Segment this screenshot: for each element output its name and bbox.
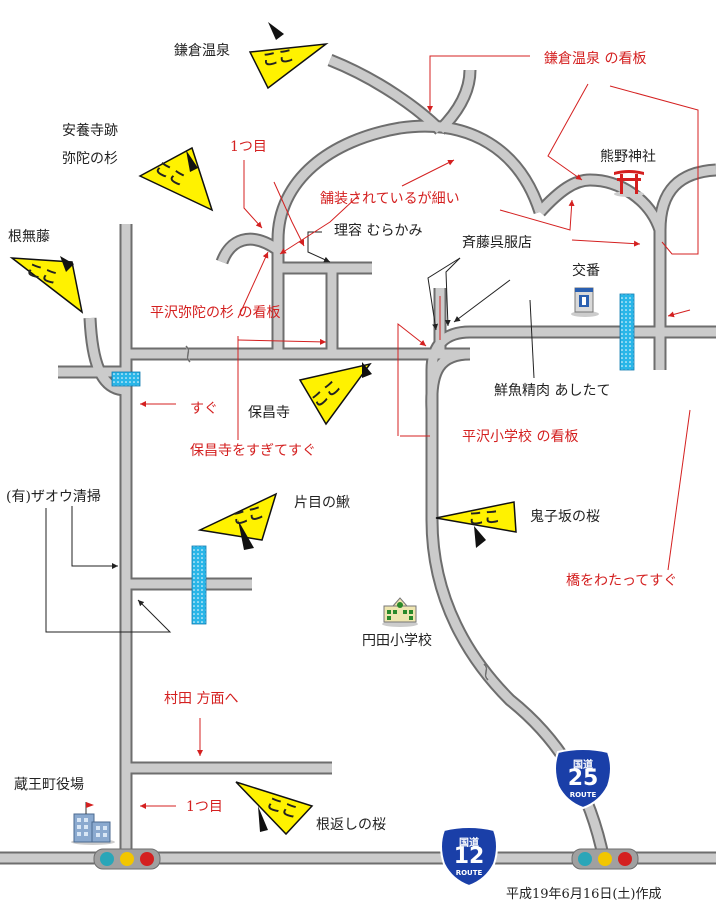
route-25-sub: ROUTE: [569, 791, 597, 799]
sign-onikosaka: [435, 501, 517, 533]
school-icon: [382, 597, 418, 627]
label-sengyo: 鮮魚精肉 あしたて: [494, 383, 611, 399]
label-koban: 交番: [572, 263, 600, 279]
route-12-number: 12: [453, 844, 485, 869]
sign-katame: [197, 492, 278, 541]
town-office-icon: [71, 802, 115, 845]
annotation-hirasawa-mida: 平沢弥陀の杉 の看板: [150, 305, 281, 321]
label-mida-sugi: 弥陀の杉: [62, 151, 118, 167]
label-enda-school: 円田小学校: [362, 633, 432, 649]
police-box-icon: [571, 287, 599, 317]
route-12-badge: 国道 12 ROUTE: [438, 826, 500, 888]
traffic-light-icon: [571, 848, 639, 870]
label-saito-gofuku: 斉藤呉服店: [462, 235, 532, 251]
annotation-kamakura-sign: 鎌倉温泉 の看板: [544, 51, 647, 67]
label-kumano-jinja: 熊野神社: [600, 149, 656, 165]
traffic-light-icon: [93, 848, 161, 870]
label-onikosaka: 鬼子坂の桜: [530, 509, 600, 525]
sign-kamakura: [248, 42, 329, 90]
label-riyou-murakami: 理容 むらかみ: [334, 223, 423, 239]
sign-nenashi: [9, 257, 84, 314]
label-katame: 片目の鰍: [294, 495, 350, 511]
bridges: [111, 293, 635, 625]
torii-icon: [614, 170, 644, 197]
sign-negaeshi: [235, 781, 314, 836]
sign-text: ここ: [467, 506, 501, 529]
route-25-label: 国道: [573, 760, 593, 771]
label-negaeshi: 根返しの桜: [316, 817, 386, 833]
route-25-number: 25: [567, 766, 599, 791]
label-hoshoji: 保昌寺: [248, 405, 290, 421]
annotation-murata: 村田 方面へ: [164, 691, 239, 707]
route-25-badge: 国道 25 ROUTE: [552, 748, 614, 810]
created-date: 平成19年6月16日(土)作成: [506, 887, 662, 902]
annotation-hitotsume-top: 1つ目: [230, 139, 267, 155]
label-zao-yakuba: 蔵王町役場: [14, 777, 84, 793]
annotation-hashi: 橋をわたってすぐ: [566, 573, 678, 589]
annotation-sugu: すぐ: [190, 401, 218, 417]
bridge-mid: [191, 545, 207, 625]
label-kamakura-onsen: 鎌倉温泉: [174, 43, 230, 59]
bridge-west: [111, 371, 141, 387]
route-12-label: 国道: [459, 838, 479, 849]
label-anyoji-ato: 安養寺跡: [62, 123, 118, 139]
sign-hoshoji: [298, 362, 372, 426]
annotation-hoshoji-sugi: 保昌寺をすぎてすぐ: [190, 443, 316, 459]
annotation-hitotsume-bottom: 1つ目: [186, 799, 223, 815]
annotation-hirasawa-school: 平沢小学校 の看板: [462, 429, 579, 445]
bridge-east: [619, 293, 635, 371]
annotation-hosou: 舗装されているが細い: [320, 191, 460, 207]
route-12-sub: ROUTE: [455, 869, 483, 877]
label-nenashi-fuji: 根無藤: [8, 229, 50, 245]
label-zaou-seiso: (有)ザオウ清掃: [6, 489, 101, 505]
